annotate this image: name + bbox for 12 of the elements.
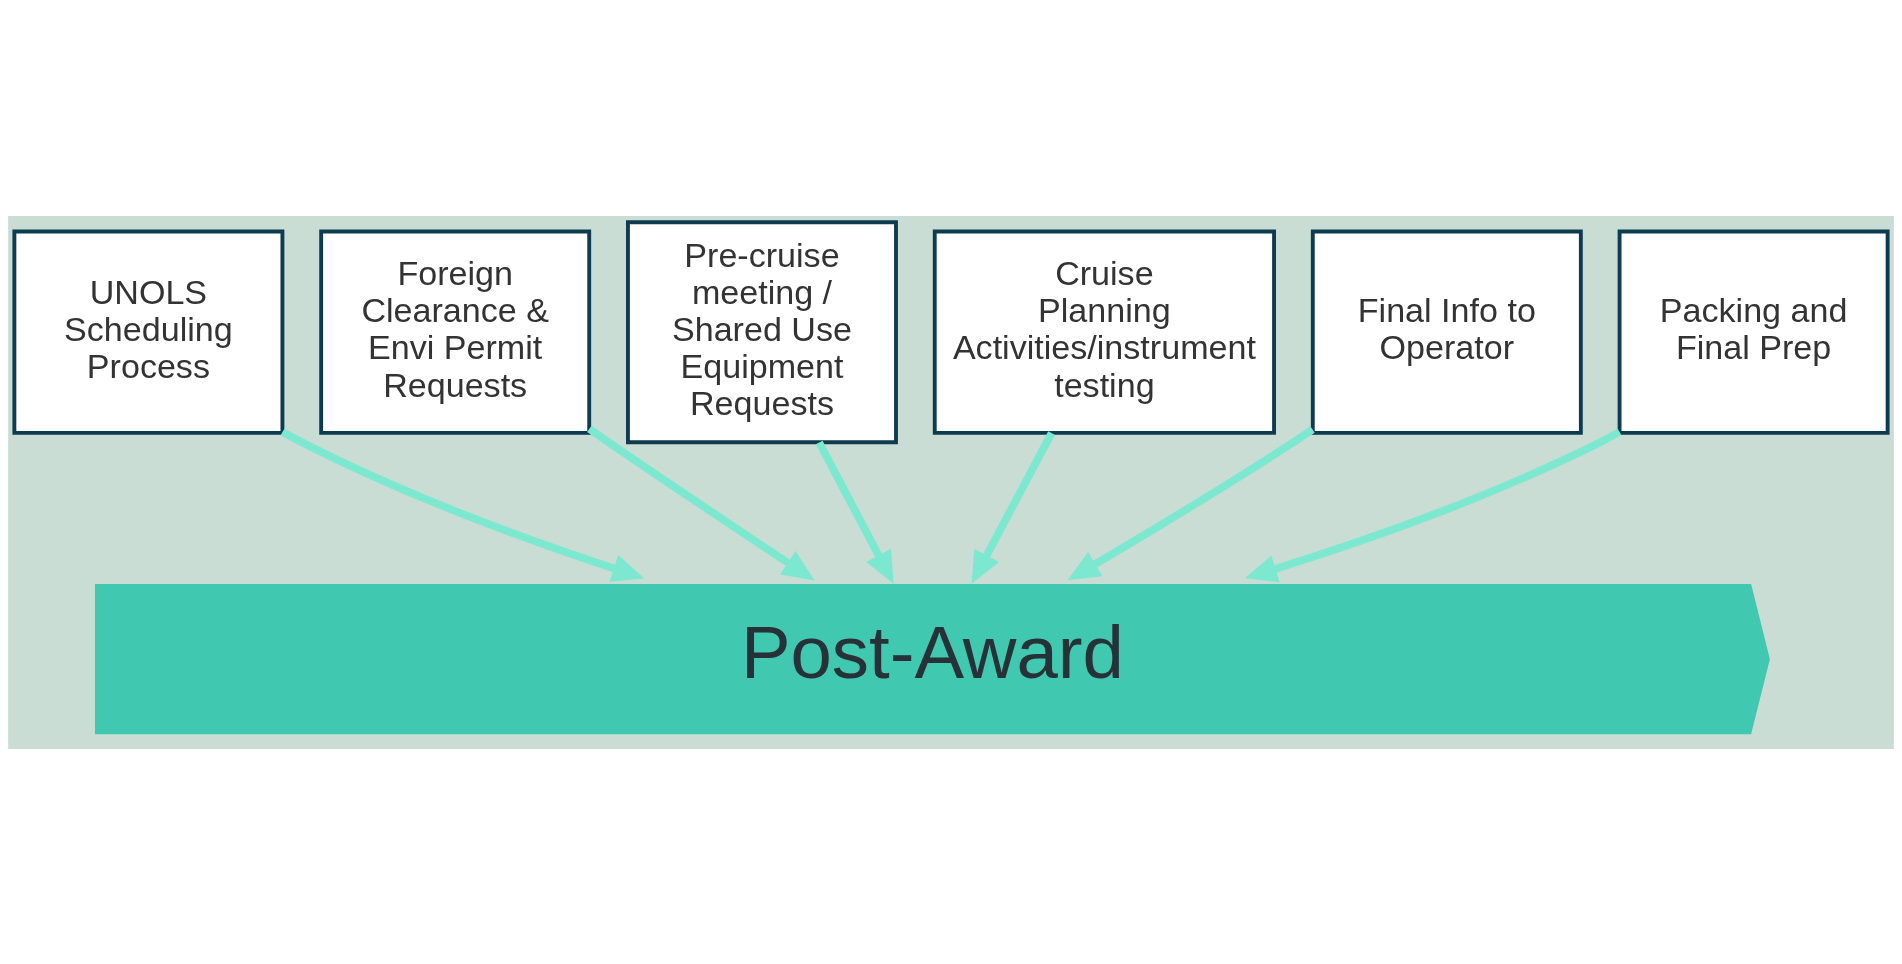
node-box: Pre-cruise meeting / Shared Use Equipment Requests: [626, 219, 898, 444]
node-box: Packing and Final Prep: [1617, 229, 1890, 435]
arrow: [1067, 425, 1315, 580]
node-box: UNOLS Scheduling Process: [12, 229, 285, 435]
arrow: [587, 425, 815, 580]
arrow: [815, 440, 894, 584]
arrow: [971, 430, 1056, 584]
arrow: [280, 427, 645, 582]
node-box: Final Info to Operator: [1310, 229, 1583, 435]
arrow: [1244, 428, 1622, 582]
node-box: Cruise Planning Activities/instrument testing: [932, 229, 1276, 435]
node-box: Foreign Clearance & Envi Permit Requests: [319, 229, 592, 435]
